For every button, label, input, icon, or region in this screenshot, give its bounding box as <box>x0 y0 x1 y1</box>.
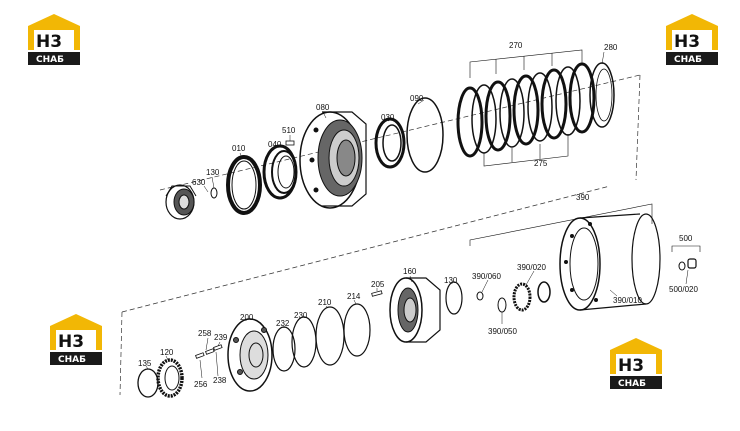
label-390-020: 390/020 <box>517 263 546 272</box>
part-205-pin <box>371 290 383 297</box>
callout-275-bracket <box>483 134 569 167</box>
part-210-ring <box>315 306 345 366</box>
part-090-large-ring <box>406 97 444 173</box>
logo-top-left: H3 СНАБ <box>28 14 80 65</box>
part-390-050-ring <box>497 297 507 313</box>
part-232-ring <box>272 326 296 372</box>
part-214-ring <box>343 303 371 357</box>
leader-lines <box>145 51 689 379</box>
part-510-pin <box>285 140 295 146</box>
part-390-010-housing <box>559 213 661 311</box>
assembly-axis-lines <box>119 74 641 396</box>
label-256: 256 <box>194 380 208 389</box>
label-630: 630 <box>192 178 206 187</box>
part-390-060-ring <box>476 291 484 301</box>
label-390-060: 390/060 <box>472 272 501 281</box>
logo-bottom-right: H3 СНАБ <box>610 338 662 389</box>
label-390-050: 390/050 <box>488 327 517 336</box>
label-210: 210 <box>318 298 332 307</box>
label-390: 390 <box>576 193 590 202</box>
logo-mark-text: H3 <box>618 356 644 376</box>
part-258-239-pins <box>195 344 223 359</box>
logo-word-text: СНАБ <box>58 355 86 365</box>
part-630-hub <box>165 184 197 220</box>
label-130-lower: 130 <box>444 276 458 285</box>
logo-word-text: СНАБ <box>618 379 646 389</box>
label-270: 270 <box>509 41 523 50</box>
part-160-gear-housing <box>389 277 441 343</box>
label-239: 239 <box>214 333 228 342</box>
label-040: 040 <box>268 140 282 149</box>
label-232: 232 <box>276 319 290 328</box>
label-510: 510 <box>282 126 296 135</box>
logo-bottom-left: H3 СНАБ <box>50 314 102 365</box>
logo-top-right: H3 СНАБ <box>666 14 718 65</box>
label-200: 200 <box>240 313 254 322</box>
label-090: 090 <box>410 94 424 103</box>
part-040-bearing <box>262 144 298 200</box>
label-258: 258 <box>198 329 212 338</box>
label-130-upper: 130 <box>206 168 220 177</box>
label-275: 275 <box>534 159 548 168</box>
label-500: 500 <box>679 234 693 243</box>
label-238: 238 <box>213 376 227 385</box>
label-080: 080 <box>316 103 330 112</box>
part-120-ring-gear <box>156 358 184 398</box>
logo-word-text: СНАБ <box>36 55 64 65</box>
logo-mark-text: H3 <box>36 32 62 52</box>
part-130-small-ring <box>210 187 218 199</box>
part-270-275-disc-pack <box>456 62 596 158</box>
label-010: 010 <box>232 144 246 153</box>
label-500-020: 500/020 <box>669 285 698 294</box>
part-080-wheel-hub <box>299 111 367 209</box>
label-390-010: 390/010 <box>613 296 642 305</box>
part-135-ring <box>137 368 159 398</box>
label-135: 135 <box>138 359 152 368</box>
label-205: 205 <box>371 280 385 289</box>
callout-390-bracket <box>469 203 653 246</box>
part-390-020-bearing <box>512 281 551 312</box>
logo-word-text: СНАБ <box>674 55 702 65</box>
part-130-ring-lower <box>445 281 463 315</box>
logo-mark-text: H3 <box>674 32 700 52</box>
callout-270-bracket <box>469 49 583 78</box>
part-030-bearing <box>374 117 406 169</box>
part-200-planet-carrier <box>227 318 273 392</box>
label-160: 160 <box>403 267 417 276</box>
part-500-plug <box>671 245 701 271</box>
label-030: 030 <box>381 113 395 122</box>
label-230: 230 <box>294 311 308 320</box>
label-280: 280 <box>604 43 618 52</box>
part-010-seal-ring <box>226 155 262 215</box>
label-214: 214 <box>347 292 361 301</box>
part-230-ring <box>291 316 317 368</box>
label-120: 120 <box>160 348 174 357</box>
logo-mark-text: H3 <box>58 332 84 352</box>
